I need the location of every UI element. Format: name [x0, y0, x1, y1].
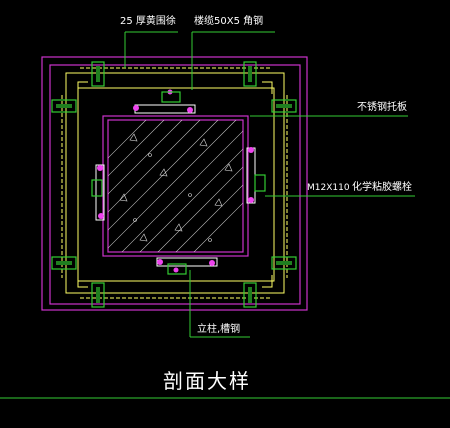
concrete-hatch [108, 120, 243, 252]
label-column-channel: 立柱,槽钢 [197, 322, 240, 335]
anchor-bolts [97, 89, 254, 273]
stone-panel-frame [61, 67, 288, 299]
aggregate-marks [119, 133, 233, 242]
label-angle-steel: 楼缆50X5 角钢 [194, 14, 263, 27]
drawing-title: 剖面大样 [163, 369, 251, 393]
stainless-brackets [95, 104, 256, 267]
label-bolt-size: M12X110 [307, 183, 350, 193]
green-clips [51, 61, 297, 308]
leader-lines [0, 31, 450, 399]
clip-fill [56, 66, 292, 303]
outer-cladding [41, 56, 308, 311]
label-stainless-bracket: 不锈钢托板 [357, 100, 407, 113]
label-chemical-anchor: 化学粘胶螺栓 [352, 180, 412, 193]
concrete-column [102, 115, 249, 257]
label-marble-finish: 25 厚黄围徐 [120, 14, 176, 27]
